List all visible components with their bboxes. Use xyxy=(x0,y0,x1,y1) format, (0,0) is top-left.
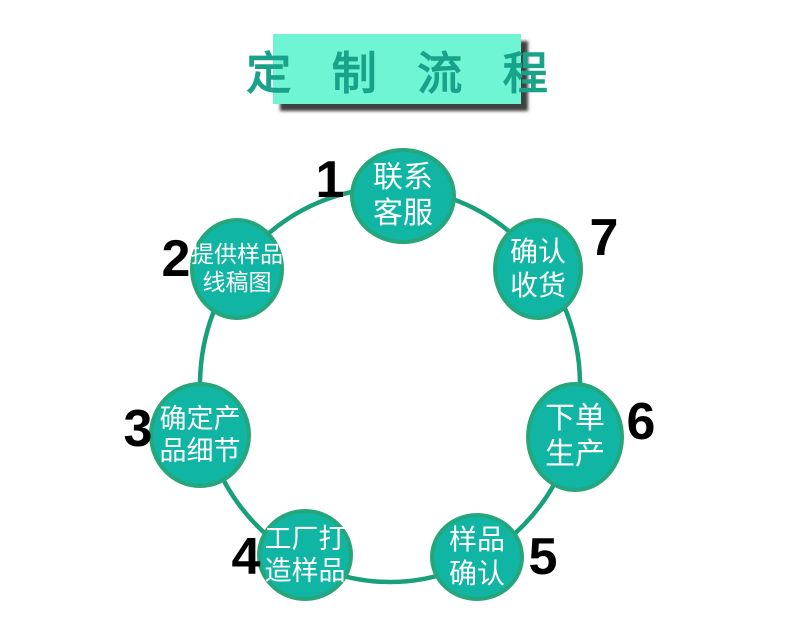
step-label-line2: 线稿图 xyxy=(202,269,272,295)
step-label-line1: 样品 xyxy=(448,524,505,556)
step-number-1: 1 xyxy=(315,151,345,209)
title-banner: 定 制 流 程 xyxy=(246,34,548,104)
step-node-confirm-receipt: 确认 收货 xyxy=(493,218,583,320)
step-label-line2: 造样品 xyxy=(264,556,346,586)
step-label-line1: 确定产 xyxy=(159,403,241,434)
step-number-5: 5 xyxy=(528,528,558,586)
step-label-line1: 联系 xyxy=(373,161,433,194)
step-node-sample-confirmation: 样品 确认 xyxy=(430,513,524,601)
step-node-place-order-production: 下单 生产 xyxy=(526,382,624,492)
step-node-contact-service: 联系 客服 xyxy=(350,148,456,244)
step-node-factory-makes-sample: 工厂打 造样品 xyxy=(257,509,353,601)
page-title: 定 制 流 程 xyxy=(246,47,562,99)
step-label-line1: 下单 xyxy=(545,402,605,435)
step-label-line1: 提供样品 xyxy=(191,241,283,268)
step-number-6: 6 xyxy=(626,393,656,451)
step-number-2: 2 xyxy=(161,230,191,288)
step-number-3: 3 xyxy=(123,400,153,458)
step-number-4: 4 xyxy=(231,528,261,586)
step-label-line2: 收货 xyxy=(509,270,566,301)
step-label-line2: 客服 xyxy=(373,197,433,230)
step-label-line2: 确认 xyxy=(448,558,505,589)
step-node-provide-sample-draft: 提供样品 线稿图 xyxy=(190,218,284,320)
step-label-line2: 品细节 xyxy=(159,436,241,466)
step-node-confirm-product-details: 确定产 品细节 xyxy=(149,382,251,488)
step-label-line1: 工厂打 xyxy=(264,523,346,554)
step-label-line2: 生产 xyxy=(545,438,605,471)
step-label-line1: 确认 xyxy=(509,236,566,268)
step-number-7: 7 xyxy=(589,209,619,267)
